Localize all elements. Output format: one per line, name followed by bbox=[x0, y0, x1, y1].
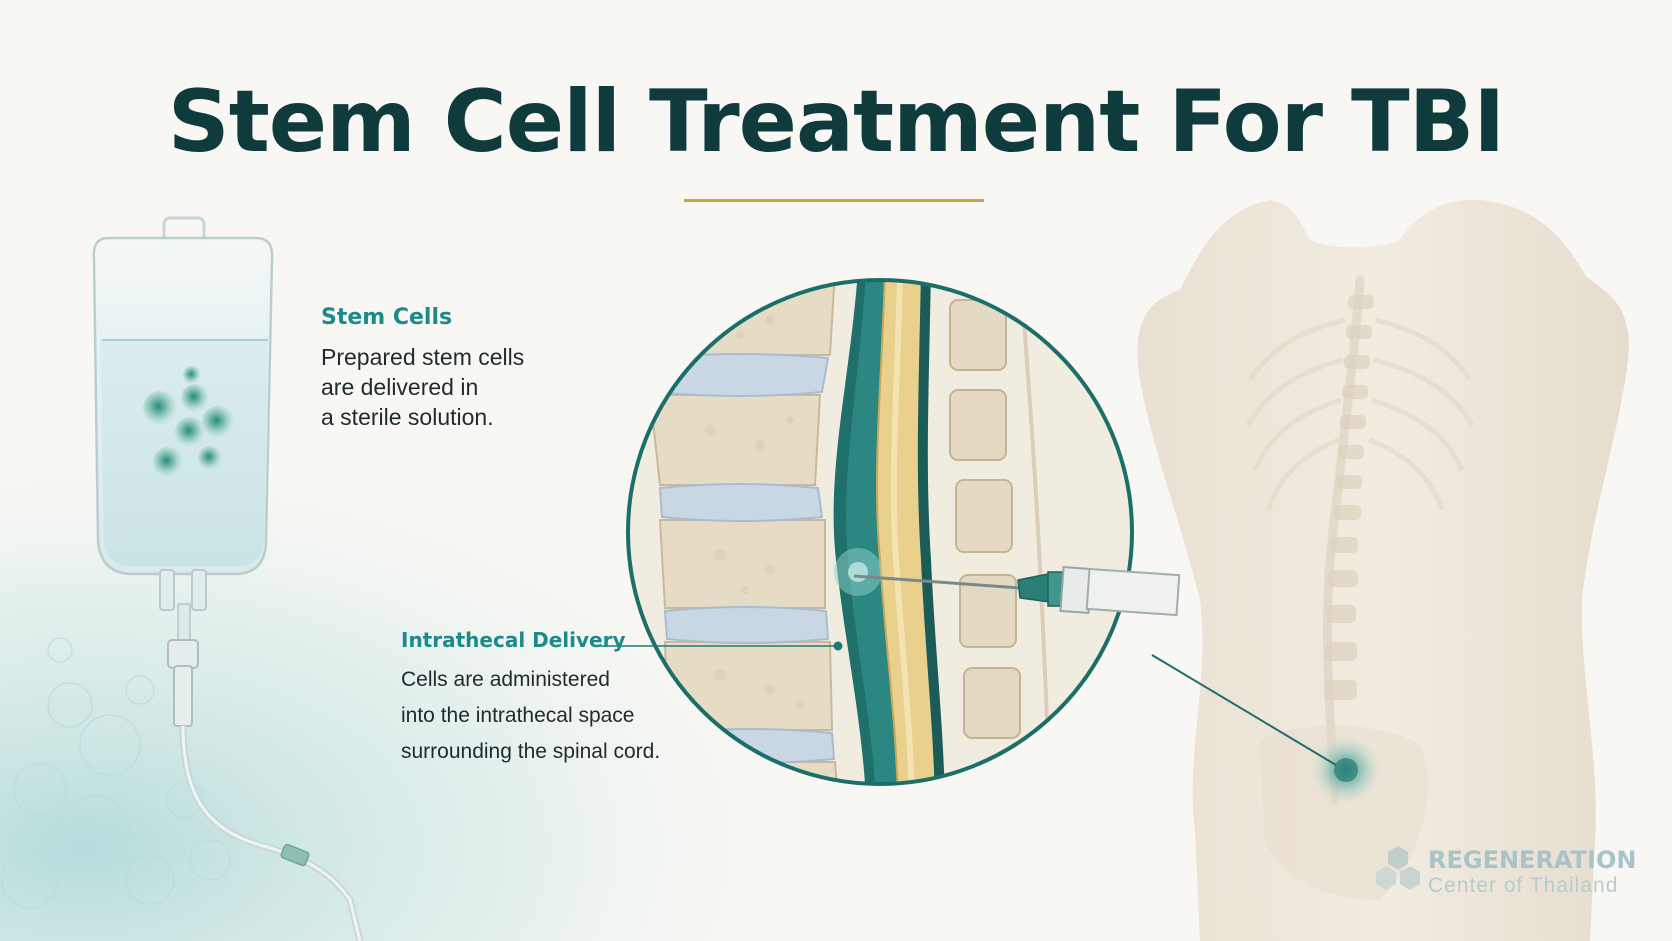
leader-line-body bbox=[1151, 654, 1337, 766]
intrathecal-heading: Intrathecal Delivery bbox=[401, 628, 626, 652]
stem-cell-cluster bbox=[143, 366, 234, 477]
syringe bbox=[853, 566, 1181, 617]
logo-mark bbox=[1376, 846, 1420, 890]
stem-cells-heading: Stem Cells bbox=[321, 305, 453, 330]
leader-dot bbox=[833, 641, 843, 651]
intrathecal-description: Cells are administered into the intrathe… bbox=[401, 668, 661, 763]
title-underline bbox=[684, 199, 984, 202]
stem-cells-description: Prepared stem cells are delivered in a s… bbox=[321, 344, 525, 430]
iv-bag bbox=[92, 216, 364, 941]
spinal-cross-section bbox=[626, 278, 1181, 786]
human-back-figure bbox=[1137, 199, 1629, 941]
page-title: Stem Cell Treatment For TBI bbox=[167, 72, 1506, 172]
logo-name: REGENERATION bbox=[1428, 846, 1637, 874]
regeneration-center-logo: REGENERATION Center of Thailand bbox=[1376, 846, 1636, 902]
logo-subtitle: Center of Thailand bbox=[1428, 874, 1619, 897]
bubbles bbox=[1, 637, 231, 909]
